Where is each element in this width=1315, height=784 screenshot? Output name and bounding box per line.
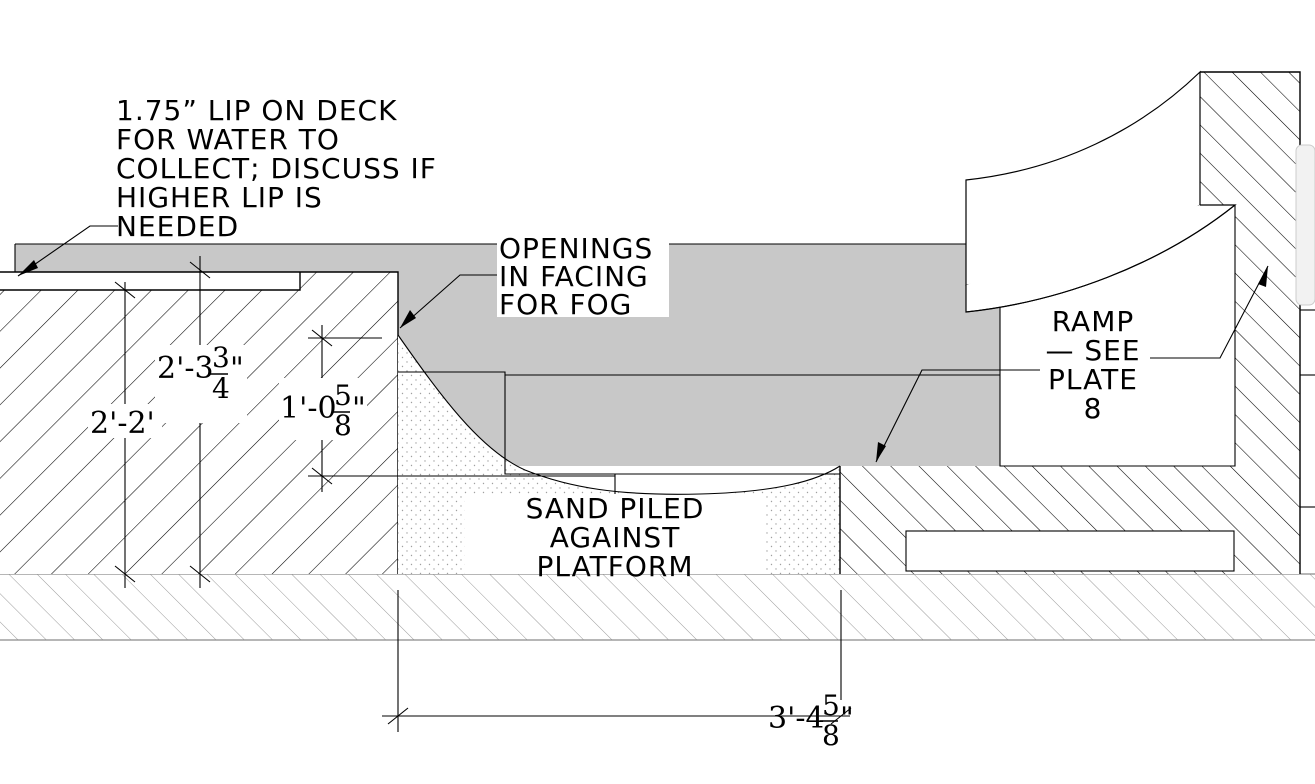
svg-text:FOR WATER TO: FOR WATER TO xyxy=(116,123,340,156)
svg-text:": " xyxy=(840,701,854,736)
svg-text:3'-4: 3'-4 xyxy=(768,701,825,736)
svg-text:8: 8 xyxy=(822,719,840,752)
svg-text:1.75” LIP ON DECK: 1.75” LIP ON DECK xyxy=(116,94,397,127)
svg-text:": " xyxy=(352,391,366,426)
right-platform xyxy=(839,309,1315,574)
svg-text:PLATFORM: PLATFORM xyxy=(537,550,694,583)
dim-text-overall-height: 2'-2" xyxy=(88,404,162,441)
svg-text:RAMP: RAMP xyxy=(1052,305,1135,338)
svg-text:8: 8 xyxy=(1084,392,1103,425)
svg-text:2'-2": 2'-2" xyxy=(90,406,160,441)
note-lip-text: 1.75” LIP ON DECK FOR WATER TO COLLECT; … xyxy=(116,94,437,243)
dim-text-opening-height: 1'-0 5 8 " xyxy=(279,378,367,442)
svg-text:COLLECT; DISCUSS IF: COLLECT; DISCUSS IF xyxy=(116,152,437,185)
ground-strip xyxy=(0,573,1315,641)
ramp-structure xyxy=(965,70,1301,574)
svg-text:AGAINST: AGAINST xyxy=(550,521,681,554)
note-ramp: RAMP — SEE PLATE 8 xyxy=(1045,305,1140,425)
svg-text:PLATE: PLATE xyxy=(1048,363,1138,396)
svg-text:2'-3: 2'-3 xyxy=(157,351,214,386)
note-sand: SAND PILED AGAINST PLATFORM xyxy=(526,492,705,583)
svg-text:HIGHER LIP IS: HIGHER LIP IS xyxy=(116,181,323,214)
svg-text:NEEDED: NEEDED xyxy=(116,210,239,243)
svg-text:SAND PILED: SAND PILED xyxy=(526,492,705,525)
svg-text:8: 8 xyxy=(334,409,352,442)
svg-text:4: 4 xyxy=(212,372,230,405)
svg-text:5: 5 xyxy=(822,689,840,722)
svg-text:OPENINGS: OPENINGS xyxy=(499,232,653,265)
svg-text:FOR FOG: FOR FOG xyxy=(499,288,632,321)
svg-text:3: 3 xyxy=(212,341,230,374)
leader-lip xyxy=(17,225,118,277)
svg-text:1'-0: 1'-0 xyxy=(280,391,337,426)
dim-text-span: 3'-4 5 8 " xyxy=(768,689,854,752)
sand-pile xyxy=(397,334,841,574)
note-openings: OPENINGS IN FACING FOR FOG xyxy=(497,232,669,321)
side-tab xyxy=(1295,144,1315,306)
svg-text:IN FACING: IN FACING xyxy=(499,260,649,293)
svg-text:— SEE: — SEE xyxy=(1045,334,1140,367)
leader-ramp xyxy=(875,265,1269,463)
svg-text:5: 5 xyxy=(334,379,352,412)
svg-text:": " xyxy=(230,351,244,386)
leader-openings xyxy=(399,274,498,329)
dim-text-deck-height: 2'-3 3 4 " xyxy=(155,341,247,423)
